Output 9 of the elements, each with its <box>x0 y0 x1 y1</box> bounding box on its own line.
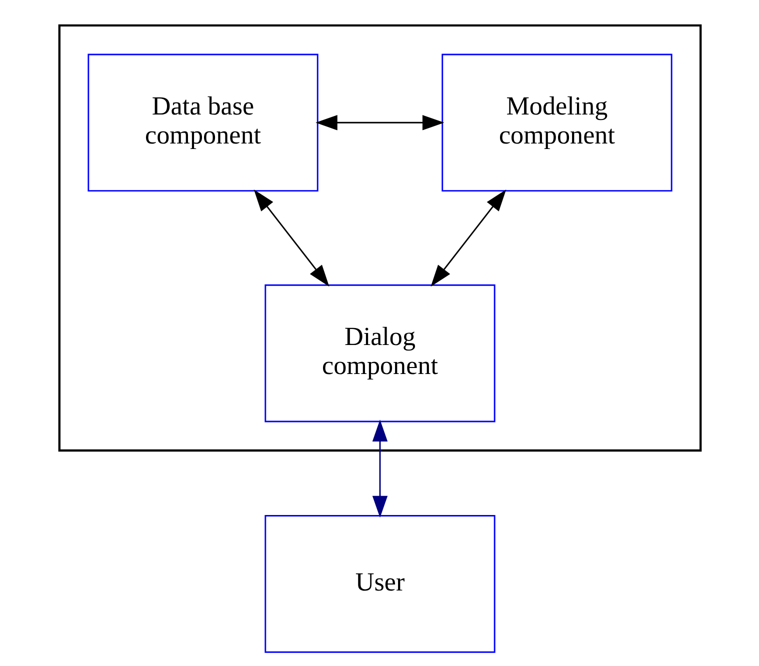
node-box: Modeling component <box>441 54 672 192</box>
cluster <box>58 24 702 452</box>
node-box: User <box>264 515 495 653</box>
arrow <box>430 189 506 287</box>
arrow <box>253 189 329 287</box>
node-box: Dialog component <box>264 284 495 422</box>
arrow <box>372 420 388 518</box>
node-box: Data base component <box>87 54 318 192</box>
arrow <box>315 115 444 130</box>
